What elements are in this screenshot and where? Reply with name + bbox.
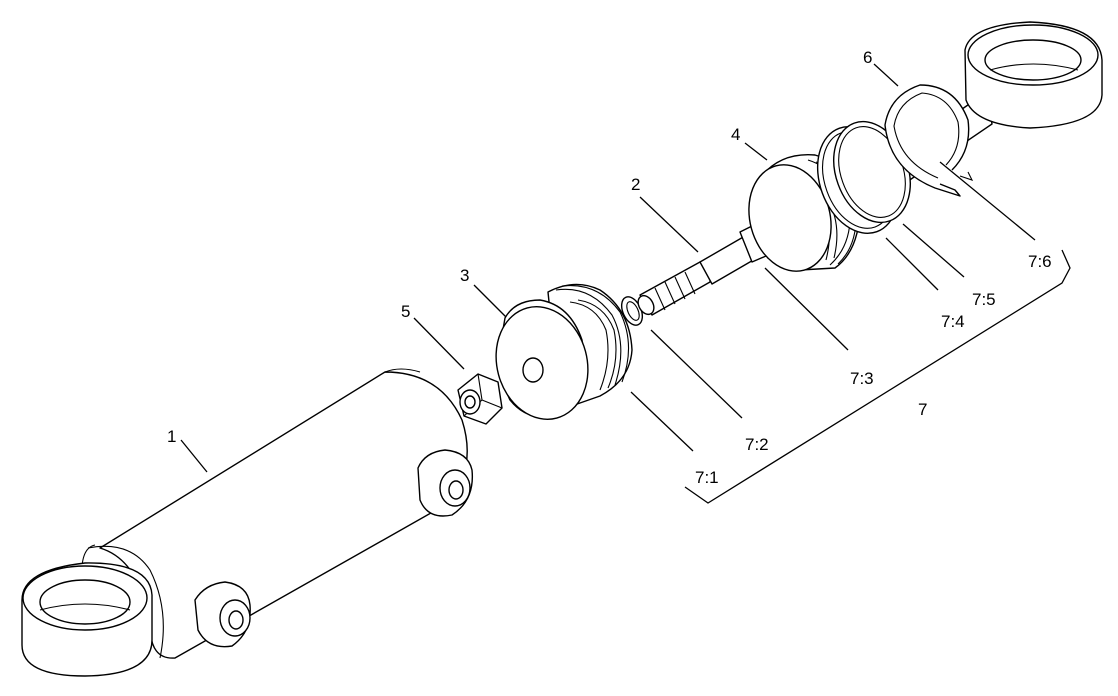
callout-7-3: 7:3 — [850, 369, 874, 388]
callout-4: 4 — [731, 125, 740, 144]
group-7-bracket — [684, 249, 1071, 504]
cylinder-barrel — [21, 368, 474, 677]
o-ring — [620, 296, 644, 326]
callout-1: 1 — [167, 427, 176, 446]
leader-lines — [180, 63, 1036, 473]
hydraulic-port-upper — [417, 449, 474, 517]
callout-6: 6 — [863, 48, 872, 67]
callout-labels: 1 2 3 4 5 6 7 7:1 7:2 7:3 7:4 7:5 7:6 — [167, 48, 1052, 487]
callout-5: 5 — [401, 302, 410, 321]
callout-3: 3 — [460, 266, 469, 285]
callout-7-1: 7:1 — [695, 468, 719, 487]
hydraulic-port-lower — [194, 581, 251, 648]
nut — [457, 373, 503, 425]
callout-2: 2 — [631, 175, 640, 194]
gland-head — [495, 283, 633, 420]
callout-7-6: 7:6 — [1028, 252, 1052, 271]
rod-end-eye — [964, 21, 1103, 129]
callout-7-4: 7:4 — [941, 312, 965, 331]
callout-7: 7 — [918, 400, 927, 419]
callout-7-5: 7:5 — [972, 290, 996, 309]
callout-7-2: 7:2 — [745, 435, 769, 454]
